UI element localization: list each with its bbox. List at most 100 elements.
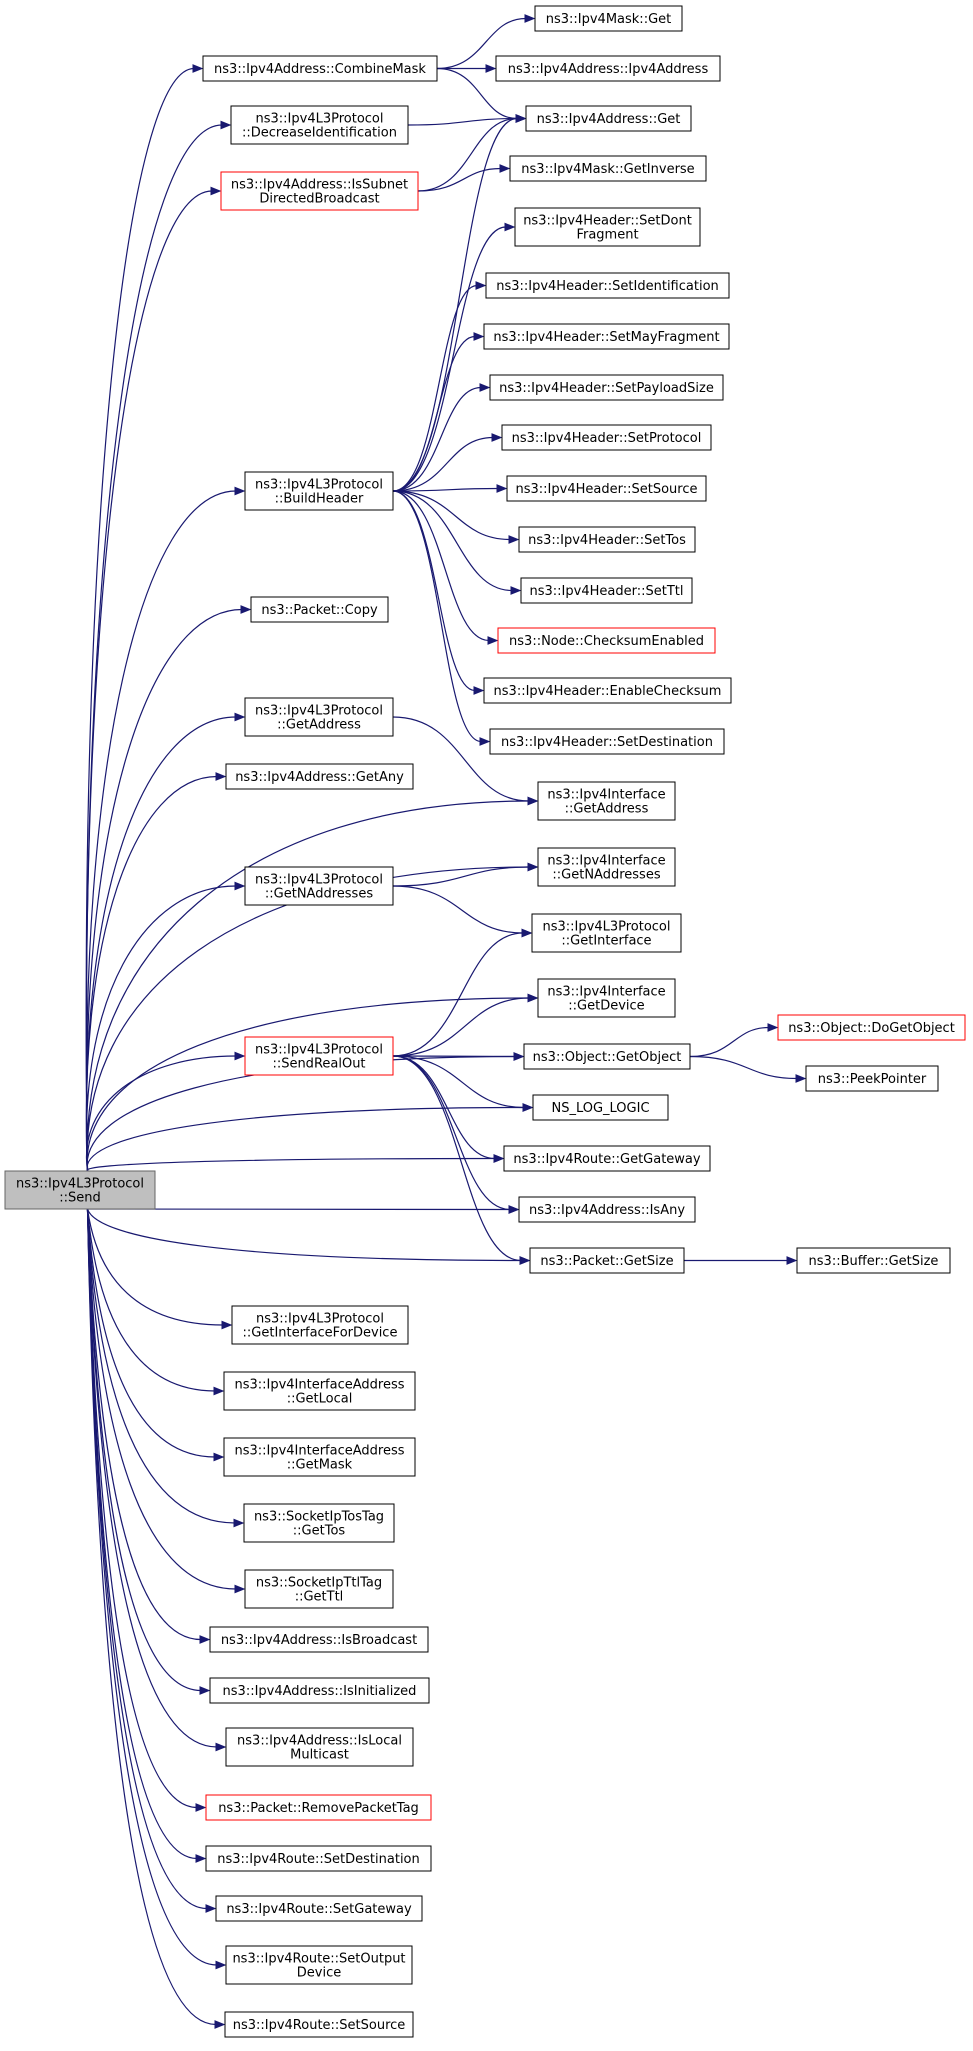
node-label: ns3::Ipv4Header::SetPayloadSize xyxy=(499,381,714,396)
node-getiffordev[interactable]: ns3::Ipv4L3Protocol::GetInterfaceForDevi… xyxy=(231,1305,409,1345)
node-ifgetdev[interactable]: ns3::Ipv4Interface::GetDevice xyxy=(537,978,676,1018)
node-box xyxy=(225,1945,413,1985)
node-isbcast[interactable]: ns3::Ipv4Address::IsSubnetDirectedBroadc… xyxy=(220,171,419,211)
edge-line xyxy=(85,885,237,1172)
arrowhead xyxy=(215,1960,227,1970)
node-setpay[interactable]: ns3::Ipv4Header::SetPayloadSize xyxy=(489,374,724,401)
edge-line xyxy=(86,1208,216,1392)
node-rtsetgw[interactable]: ns3::Ipv4Route::SetGateway xyxy=(215,1895,423,1922)
arrowhead xyxy=(487,636,499,645)
edge-line xyxy=(86,1208,237,1590)
node-isany[interactable]: ns3::Ipv4Address::IsAny xyxy=(518,1196,696,1223)
node-box xyxy=(223,1437,416,1477)
nodes-layer: ns3::Ipv4L3Protocol::Send ns3::Ipv4Mask::… xyxy=(4,5,966,2038)
arrowhead xyxy=(199,1635,211,1644)
node-iagmask[interactable]: ns3::Ipv4InterfaceAddress::GetMask xyxy=(223,1437,416,1477)
node-getany[interactable]: ns3::Ipv4Address::GetAny xyxy=(225,763,414,790)
node-setdst[interactable]: ns3::Ipv4Header::SetDestination xyxy=(489,728,725,755)
arrowhead xyxy=(527,993,539,1003)
node-isbroad[interactable]: ns3::Ipv4Address::IsBroadcast xyxy=(209,1626,429,1653)
node-iaglocal[interactable]: ns3::Ipv4InterfaceAddress::GetLocal xyxy=(223,1371,416,1411)
arrowhead xyxy=(508,1205,520,1214)
node-l3getn[interactable]: ns3::Ipv4L3Protocol::GetNAddresses xyxy=(244,866,394,906)
node-rmtag[interactable]: ns3::Packet::RemovePacketTag xyxy=(205,1794,432,1821)
node-dogetobj[interactable]: ns3::Object::DoGetObject xyxy=(777,1014,966,1041)
node-label: ::DecreaseIdentification xyxy=(242,126,397,141)
edge-sendreal-to-nslog xyxy=(392,1055,534,1112)
edge-buildhdr-to-setdst xyxy=(392,490,491,746)
edge-line xyxy=(392,386,482,492)
node-label: Device xyxy=(297,1966,341,1981)
edge-buildhdr-to-enablecs xyxy=(392,490,485,695)
arrowhead xyxy=(205,1904,217,1913)
node-combine[interactable]: ns3::Ipv4Address::CombineMask xyxy=(202,55,438,82)
node-label: ns3::SocketIpTosTag xyxy=(254,1510,384,1525)
node-ifgetaddr[interactable]: ns3::Ipv4Interface::GetAddress xyxy=(537,781,676,821)
arrowhead xyxy=(240,605,252,614)
node-maskget[interactable]: ns3::Ipv4Mask::Get xyxy=(534,5,683,32)
node-label: ::GetAddress xyxy=(277,718,361,733)
node-l3getif[interactable]: ns3::Ipv4L3Protocol::GetInterface xyxy=(531,913,682,953)
node-rtgw[interactable]: ns3::Ipv4Route::GetGateway xyxy=(503,1145,711,1172)
node-bufsize[interactable]: ns3::Buffer::GetSize xyxy=(796,1247,951,1274)
node-getobj[interactable]: ns3::Object::GetObject xyxy=(523,1043,691,1070)
node-label: Fragment xyxy=(576,228,638,243)
node-setttl[interactable]: ns3::Ipv4Header::SetTtl xyxy=(520,577,693,604)
node-label: DirectedBroadcast xyxy=(259,192,379,207)
node-box xyxy=(224,2011,414,2038)
arrowhead xyxy=(527,796,539,806)
node-rtsetdst[interactable]: ns3::Ipv4Route::SetDestination xyxy=(205,1845,432,1872)
node-nslog[interactable]: NS_LOG_LOGIC xyxy=(532,1094,669,1121)
node-isinit[interactable]: ns3::Ipv4Address::IsInitialized xyxy=(209,1677,430,1704)
arrowhead xyxy=(473,686,485,695)
node-pktcopy[interactable]: ns3::Packet::Copy xyxy=(250,596,389,623)
node-label: Multicast xyxy=(290,1748,349,1763)
node-label: ns3::Ipv4Interface xyxy=(547,985,665,1000)
node-rtsetsrc[interactable]: ns3::Ipv4Route::SetSource xyxy=(224,2011,414,2038)
arrowhead xyxy=(491,433,503,442)
node-l3getaddr[interactable]: ns3::Ipv4L3Protocol::GetAddress xyxy=(244,697,394,737)
node-label: ns3::Node::ChecksumEnabled xyxy=(509,634,704,649)
edge-line xyxy=(689,1026,770,1058)
arrowhead xyxy=(521,928,533,938)
node-buildhdr[interactable]: ns3::Ipv4L3Protocol::BuildHeader xyxy=(244,471,394,511)
node-send[interactable]: ns3::Ipv4L3Protocol::Send xyxy=(4,1170,156,1210)
node-ifgetn[interactable]: ns3::Ipv4Interface::GetNAddresses xyxy=(537,847,676,887)
edge-buildhdr-to-settos xyxy=(392,490,520,544)
edge-line xyxy=(392,1055,525,1109)
arrowhead xyxy=(213,1386,225,1396)
edge-send-to-buildhdr xyxy=(85,486,246,1172)
node-setsrc[interactable]: ns3::Ipv4Header::SetSource xyxy=(506,475,707,502)
node-decid[interactable]: ns3::Ipv4L3Protocol::DecreaseIdentificat… xyxy=(230,105,409,145)
node-enablecs[interactable]: ns3::Ipv4Header::EnableChecksum xyxy=(483,677,732,704)
edge-line xyxy=(86,866,530,1172)
node-pktsize[interactable]: ns3::Packet::GetSize xyxy=(529,1247,685,1274)
edge-send-to-isbroad xyxy=(86,1208,211,1644)
node-getinv[interactable]: ns3::Ipv4Mask::GetInverse xyxy=(509,155,707,182)
node-box xyxy=(805,1065,939,1092)
node-cksum[interactable]: ns3::Node::ChecksumEnabled xyxy=(497,627,716,654)
node-box xyxy=(4,1170,156,1210)
node-peek[interactable]: ns3::PeekPointer xyxy=(805,1065,939,1092)
edge-line xyxy=(86,1208,202,1692)
edge-line xyxy=(392,436,494,492)
node-ttltag[interactable]: ns3::SocketIpTtlTag::GetTtl xyxy=(244,1569,394,1609)
node-tostag[interactable]: ns3::SocketIpTosTag::GetTos xyxy=(243,1503,395,1543)
node-sendreal[interactable]: ns3::Ipv4L3Protocol::SendRealOut xyxy=(244,1036,394,1076)
arrowhead xyxy=(504,222,516,232)
node-setmay[interactable]: ns3::Ipv4Header::SetMayFragment xyxy=(483,323,730,350)
node-box xyxy=(531,913,682,953)
arrowhead xyxy=(767,1023,779,1032)
node-addrget[interactable]: ns3::Ipv4Address::Get xyxy=(525,105,692,132)
arrowhead xyxy=(510,586,522,595)
node-label: ns3::Ipv4Address::Get xyxy=(537,112,681,127)
node-label: ::GetTtl xyxy=(295,1590,344,1605)
node-setproto[interactable]: ns3::Ipv4Header::SetProtocol xyxy=(501,424,712,451)
node-settos[interactable]: ns3::Ipv4Header::SetTos xyxy=(518,526,696,553)
node-ctor[interactable]: ns3::Ipv4Address::Ipv4Address xyxy=(495,55,721,82)
node-box xyxy=(230,105,409,145)
node-setident[interactable]: ns3::Ipv4Header::SetIdentification xyxy=(485,272,730,299)
